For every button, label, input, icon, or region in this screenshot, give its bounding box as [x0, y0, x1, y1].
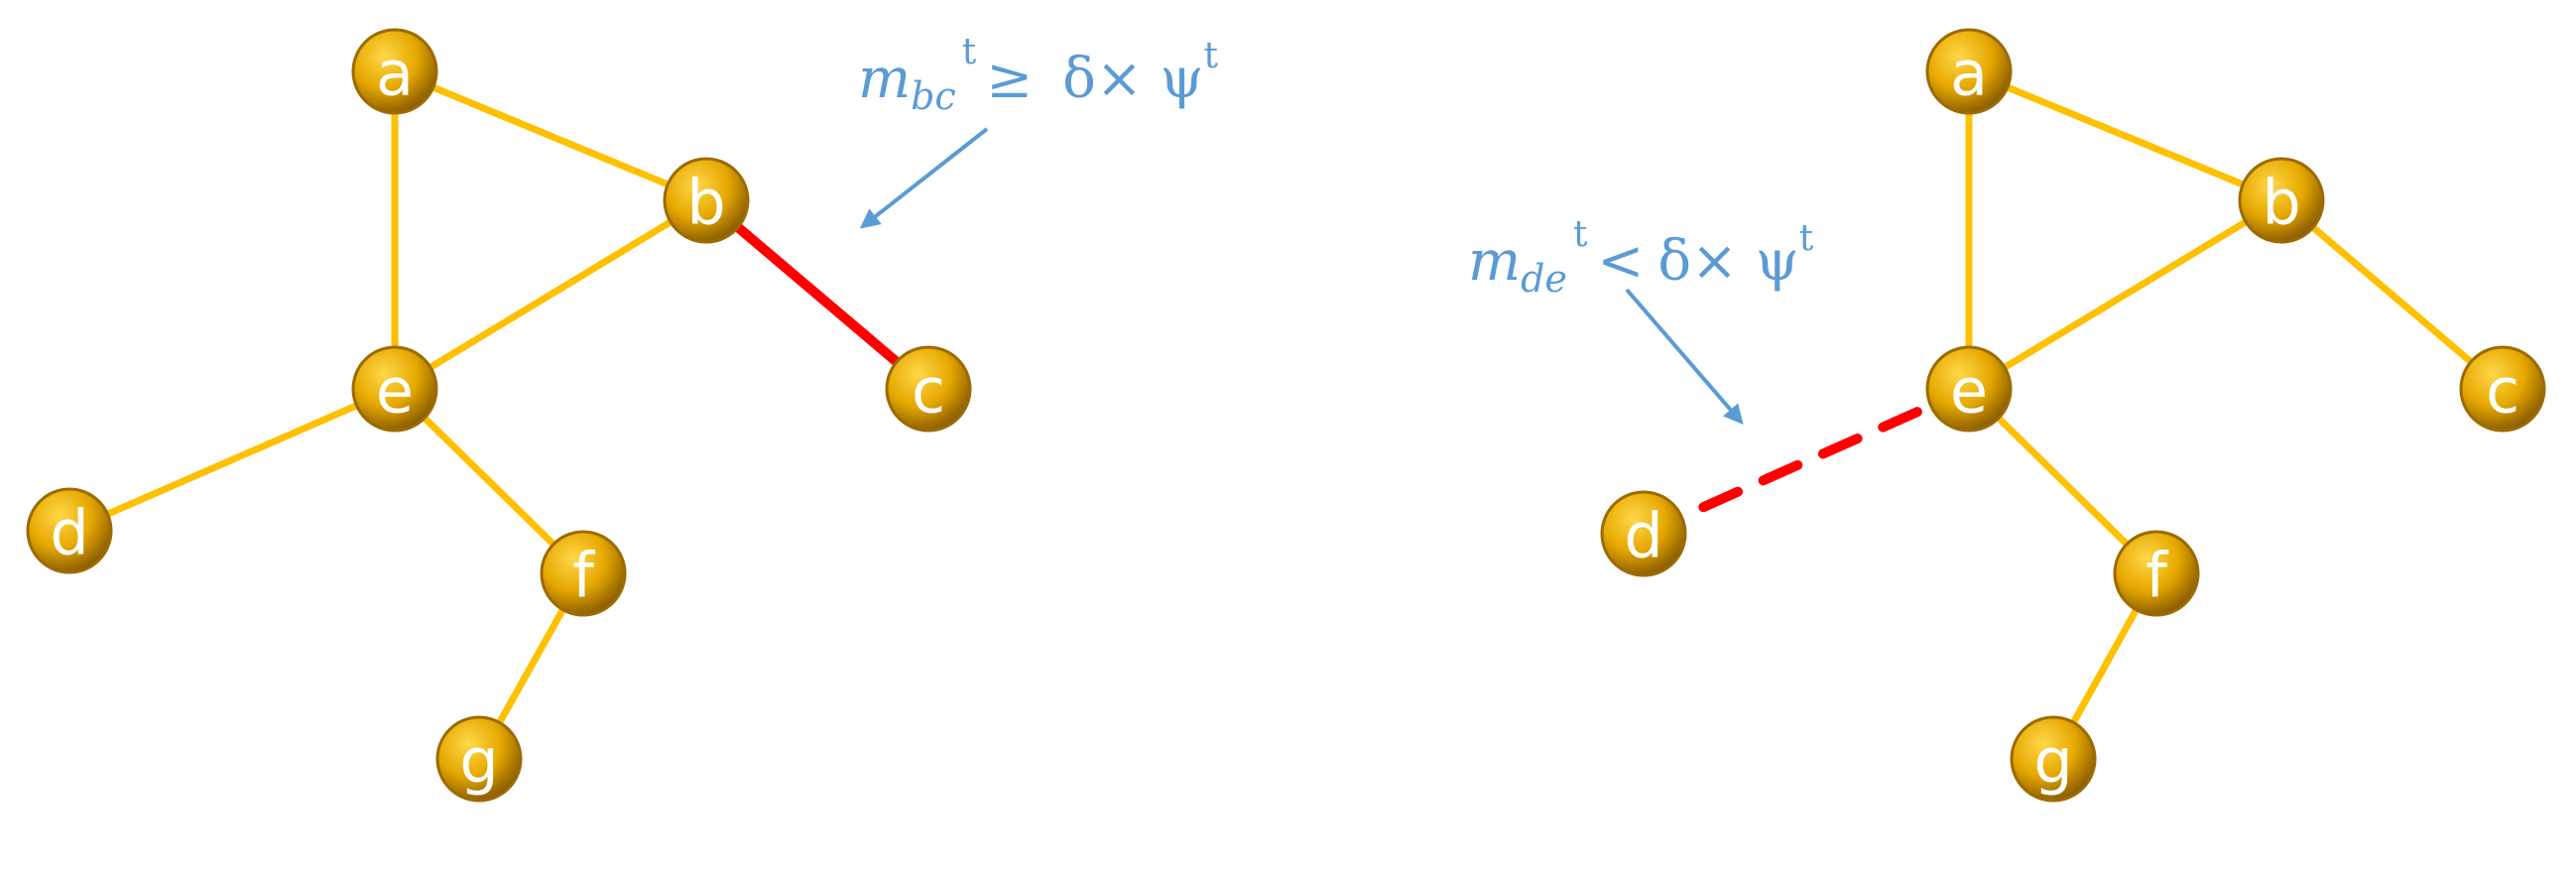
- left-node-circle-g: [435, 715, 523, 803]
- right-node-label-f: f: [2146, 540, 2169, 612]
- left-node-label-b: b: [686, 167, 725, 239]
- right-edge-ef: [1966, 386, 2159, 576]
- right-node-label-c: c: [2486, 355, 2519, 428]
- right-graph: a b c d e f g mdet<δ× ψt: [1468, 28, 2546, 803]
- left-edge-ef: [392, 386, 586, 576]
- right-node-label-g: g: [2033, 725, 2072, 798]
- left-node-circle-a: [351, 28, 438, 115]
- right-node-circle-c: [2459, 345, 2546, 433]
- right-node-circle-b: [2238, 157, 2325, 244]
- right-node-circle-f: [2113, 530, 2200, 617]
- right-edge-ab: [1967, 67, 2283, 204]
- right-node-circle-d: [1600, 490, 1687, 577]
- left-edge-be: [393, 197, 708, 392]
- left-edge-ed: [67, 385, 397, 535]
- left-node-label-c: c: [912, 355, 945, 428]
- left-graph: a b c d e f g mbct≥δ× ψt: [26, 28, 1218, 803]
- right-node-g: g: [2010, 715, 2097, 803]
- right-annotation-formula: mdet<δ× ψt: [1468, 214, 1814, 301]
- left-node-a: a: [351, 28, 438, 115]
- right-highlighted-edge: [1639, 384, 1974, 539]
- left-edge-ab: [393, 67, 708, 204]
- right-edges: [1965, 67, 2506, 761]
- left-node-circle-f: [540, 530, 627, 617]
- left-node-g: g: [435, 715, 523, 803]
- right-node-e: e: [1925, 345, 2013, 433]
- left-node-d: d: [26, 487, 113, 574]
- right-node-label-d: d: [1624, 500, 1662, 572]
- left-node-b: b: [663, 157, 750, 244]
- left-node-e: e: [351, 345, 438, 433]
- right-node-label-b: b: [2262, 167, 2300, 239]
- right-highlight-edge-de: [1639, 384, 1974, 539]
- right-node-circle-e: [1925, 345, 2013, 433]
- right-nodes: a b c d e f g: [1600, 28, 2546, 803]
- right-node-label-e: e: [1950, 355, 1988, 428]
- right-node-c: c: [2459, 345, 2546, 433]
- left-node-circle-c: [885, 345, 972, 433]
- left-node-circle-b: [663, 157, 750, 244]
- right-node-label-a: a: [1950, 38, 1988, 110]
- right-node-a: a: [1925, 28, 2013, 115]
- left-node-label-e: e: [376, 355, 414, 428]
- right-node-circle-a: [1925, 28, 2013, 115]
- left-node-label-a: a: [376, 38, 414, 110]
- left-node-c: c: [885, 345, 972, 433]
- left-node-label-g: g: [459, 725, 498, 798]
- right-node-circle-g: [2010, 715, 2097, 803]
- left-highlight-edge-bc: [701, 195, 933, 394]
- left-nodes: a b c d e f g: [26, 28, 972, 803]
- left-annotation-arrow: [859, 127, 989, 229]
- left-annotation-formula: mbct≥δ× ψt: [858, 32, 1218, 118]
- right-annotation-arrow: [1625, 288, 1744, 426]
- left-node-f: f: [540, 530, 627, 617]
- right-node-d: d: [1600, 490, 1687, 577]
- right-edge-bc: [2278, 197, 2506, 392]
- left-highlighted-edge: [701, 195, 933, 394]
- right-edge-be: [1967, 197, 2283, 392]
- left-node-circle-d: [26, 487, 113, 574]
- right-node-f: f: [2113, 530, 2200, 617]
- left-node-label-d: d: [50, 497, 88, 569]
- left-node-circle-e: [351, 345, 438, 433]
- left-node-label-f: f: [572, 540, 596, 612]
- right-node-b: b: [2238, 157, 2325, 244]
